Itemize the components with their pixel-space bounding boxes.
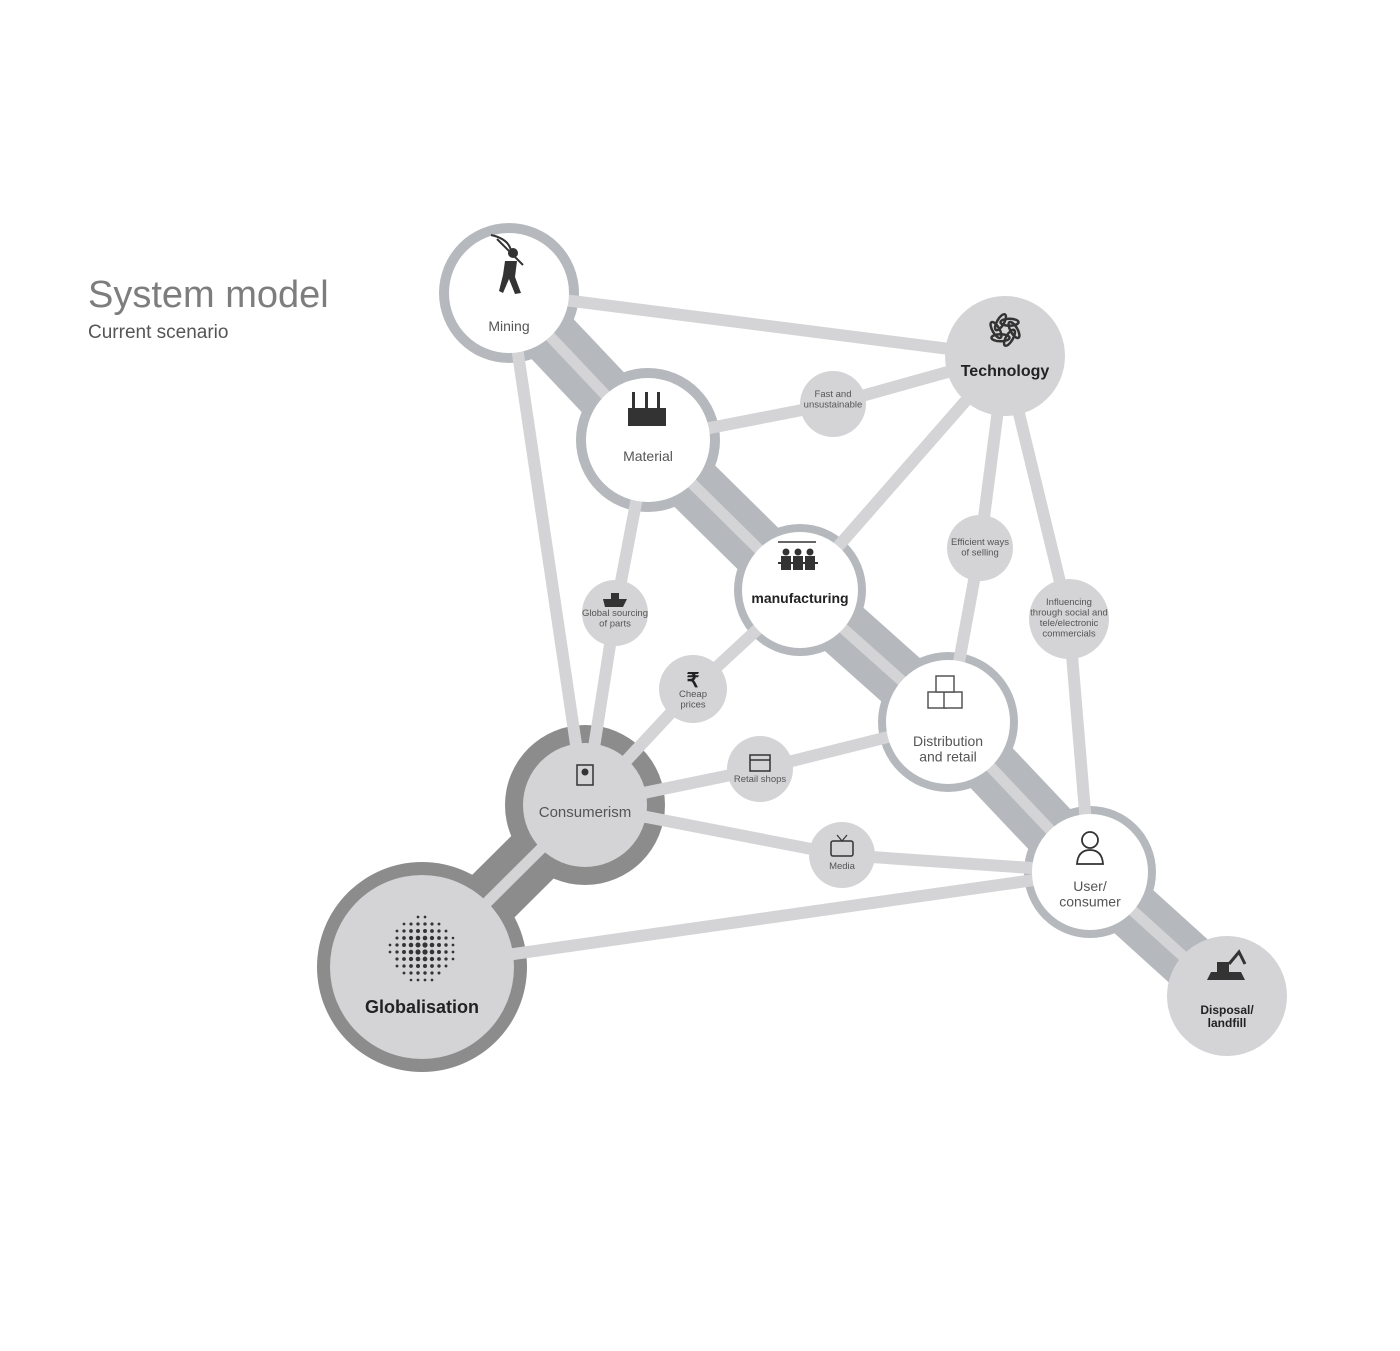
connector-mining-technology — [508, 287, 1006, 362]
globalisation-circle — [330, 875, 514, 1059]
influencing-circle — [1029, 579, 1109, 659]
technology-circle — [945, 296, 1065, 416]
efficient-label: of selling — [961, 547, 999, 558]
shop-icon — [749, 754, 771, 772]
sourcing-circle — [582, 580, 648, 646]
influencing-label: Influencing — [1046, 597, 1092, 608]
boxes-icon — [927, 675, 963, 709]
technology-icon — [989, 312, 1021, 348]
distribution-label: and retail — [919, 748, 977, 764]
node-globalisation[interactable]: Globalisation — [330, 875, 514, 1059]
distribution-circle — [886, 660, 1010, 784]
retail-label: Retail shops — [734, 774, 787, 785]
cheap-circle — [659, 655, 727, 723]
influencing-label: through social and — [1030, 607, 1108, 618]
rupee-icon: ₹ — [687, 670, 700, 692]
consumerism-circle — [523, 743, 647, 867]
disposal-label: landfill — [1208, 1016, 1247, 1030]
fast-label: Fast and — [815, 389, 852, 400]
ship-icon — [603, 593, 627, 607]
node-manufacturing[interactable]: manufacturing — [742, 532, 858, 648]
dotted-globe-icon — [388, 915, 455, 982]
miner-icon — [490, 234, 524, 294]
connector-globalisation-user — [421, 866, 1091, 973]
factory-icon — [628, 392, 666, 426]
influencing-label: tele/electronic — [1040, 618, 1099, 629]
sourcing-label: Global sourcing — [582, 608, 648, 619]
fast-label: unsustainable — [804, 399, 863, 410]
workers-icon — [778, 541, 818, 570]
node-technology[interactable]: Technology — [945, 296, 1065, 416]
user-circle — [1032, 814, 1148, 930]
node-user[interactable]: User/consumer — [1032, 814, 1148, 930]
efficient-circle — [947, 515, 1013, 581]
node-disposal[interactable]: Disposal/landfill — [1167, 936, 1287, 1056]
person-icon — [1076, 831, 1104, 865]
globalisation-label: Globalisation — [365, 997, 479, 1017]
shopper-icon — [576, 764, 594, 786]
svg-text:₹: ₹ — [687, 670, 700, 692]
user-label: consumer — [1059, 893, 1121, 909]
node-media[interactable]: Media — [809, 822, 875, 888]
tv-icon — [830, 834, 854, 857]
node-retail[interactable]: Retail shops — [727, 736, 793, 802]
fast-circle — [800, 371, 866, 437]
connector-mining-consumerism — [503, 292, 591, 806]
influencing-label: commercials — [1042, 628, 1096, 639]
disposal-label: Disposal/ — [1200, 1003, 1254, 1017]
media-label: Media — [829, 861, 856, 872]
cheap-label: prices — [680, 699, 706, 710]
page-title: System model — [88, 274, 329, 316]
node-mining[interactable]: Mining — [449, 233, 569, 353]
material-label: Material — [623, 448, 673, 464]
consumerism-label: Consumerism — [539, 804, 632, 821]
disposal-circle — [1167, 936, 1287, 1056]
user-label: User/ — [1073, 878, 1107, 894]
manufacturing-label: manufacturing — [751, 590, 848, 606]
excavator-icon — [1207, 949, 1247, 980]
page-subtitle: Current scenario — [88, 322, 229, 343]
manufacturing-circle — [742, 532, 858, 648]
mining-circle — [449, 233, 569, 353]
sourcing-label: of parts — [599, 618, 631, 629]
cheap-label: Cheap — [679, 689, 707, 700]
technology-label: Technology — [961, 363, 1050, 380]
node-consumerism[interactable]: Consumerism — [523, 743, 647, 867]
efficient-label: Efficient ways — [951, 537, 1009, 548]
retail-circle — [727, 736, 793, 802]
mining-label: Mining — [488, 318, 529, 334]
material-circle — [586, 378, 710, 502]
distribution-label: Distribution — [913, 733, 983, 749]
node-material[interactable]: Material — [586, 378, 710, 502]
media-circle — [809, 822, 875, 888]
